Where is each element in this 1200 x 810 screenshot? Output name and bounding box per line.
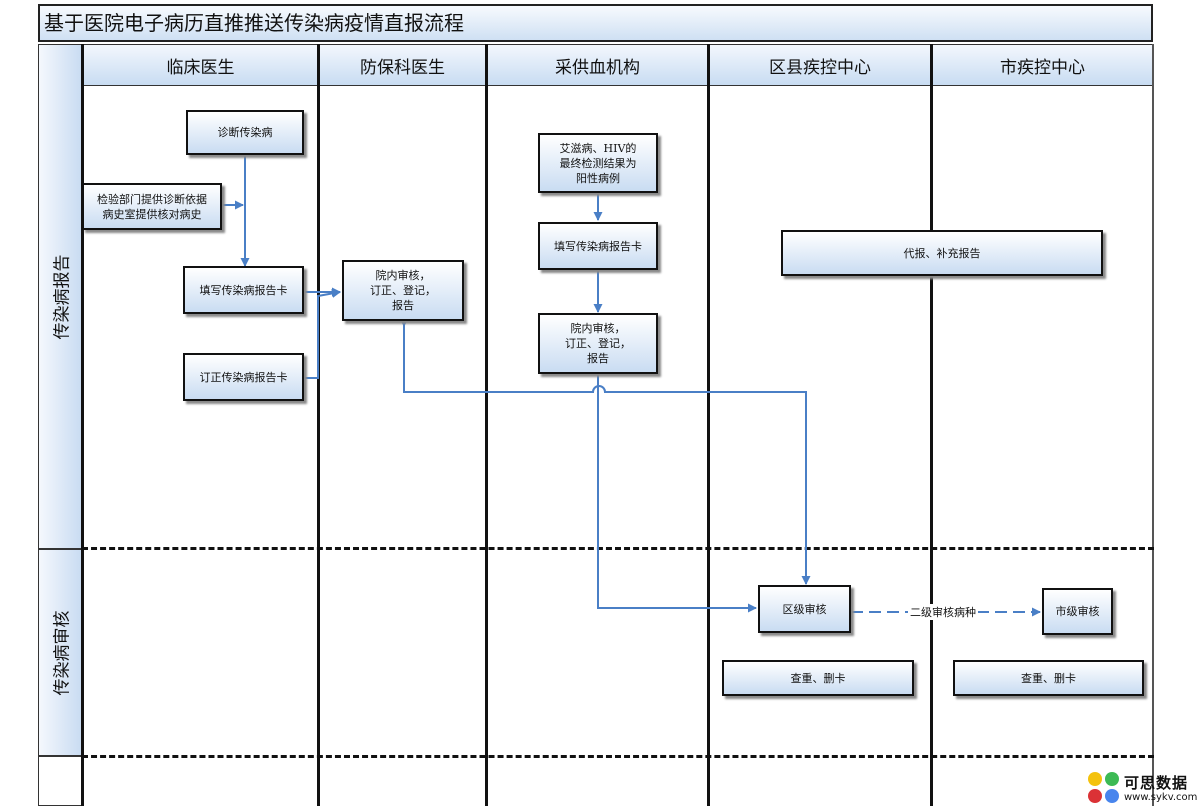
node-hiv-result: 艾滋病、HIV的 最终检测结果为 阳性病例 [538, 133, 658, 193]
diagram-title: 基于医院电子病历直推推送传染病疫情直报流程 [38, 4, 1153, 42]
node-dedupe-city: 查重、删卡 [953, 660, 1144, 696]
node-city-review-text: 市级审核 [1055, 605, 1100, 618]
node-diagnose: 诊断传染病 [186, 110, 304, 155]
node-proxy-report-text: 代报、补充报告 [903, 246, 981, 260]
lane-divider [485, 44, 488, 806]
lane-header-clinical-doctor: 临床医生 [82, 44, 319, 86]
phase-separator [82, 755, 1154, 758]
lane-divider [1152, 44, 1154, 806]
node-city-review: 市级审核 [1042, 588, 1113, 635]
lane-divider [707, 44, 710, 806]
edge-blood-review-to-district [597, 374, 757, 613]
node-lab-support-text: 检验部门提供诊断依据 病史室提供核对病史 [97, 192, 207, 221]
lane-divider [81, 44, 84, 806]
node-dedupe-district: 查重、删卡 [722, 660, 914, 696]
node-hospital-review-prevention-text: 院内审核， 订正、登记， 报告 [370, 269, 436, 312]
node-hospital-review-blood-text: 院内审核， 订正、登记， 报告 [565, 322, 631, 365]
logo-dots-icon [1088, 772, 1122, 806]
lane-header-city-cdc: 市疾控中心 [931, 44, 1154, 86]
node-diagnose-text: 诊断传染病 [217, 126, 273, 139]
node-fill-card-blood: 填写传染病报告卡 [538, 222, 658, 270]
lane-header-district-cdc: 区县疾控中心 [708, 44, 932, 86]
node-hiv-result-text: 艾滋病、HIV的 最终检测结果为 阳性病例 [559, 141, 637, 185]
edge-correct-to-review [304, 289, 341, 379]
node-proxy-report: 代报、补充报告 [781, 230, 1103, 276]
edge-label-second-level: 二级审核病种 [908, 604, 978, 620]
node-correct-card-text: 订正传染病报告卡 [199, 370, 288, 384]
node-dedupe-city-text: 查重、删卡 [1021, 671, 1076, 685]
lane-divider [930, 44, 933, 806]
node-correct-card: 订正传染病报告卡 [183, 353, 304, 401]
node-lab-support: 检验部门提供诊断依据 病史室提供核对病史 [82, 183, 222, 230]
node-hospital-review-blood: 院内审核， 订正、登记， 报告 [538, 313, 658, 374]
node-dedupe-district-text: 查重、删卡 [790, 671, 846, 685]
node-district-review: 区级审核 [758, 585, 851, 633]
node-fill-card-clinic: 填写传染病报告卡 [183, 266, 304, 314]
watermark-url: www.sykv.com [1124, 792, 1198, 803]
lane-divider [317, 44, 320, 806]
node-fill-card-clinic-text: 填写传染病报告卡 [199, 283, 288, 297]
node-district-review-text: 区级审核 [782, 602, 827, 616]
watermark-brand: 可思数据 [1124, 774, 1189, 792]
node-hospital-review-prevention: 院内审核， 订正、登记， 报告 [342, 260, 464, 321]
watermark-logo: 可思数据 www.sykv.com [1086, 770, 1198, 808]
node-fill-card-blood-text: 填写传染病报告卡 [554, 239, 642, 253]
phase-separator [82, 547, 1154, 550]
